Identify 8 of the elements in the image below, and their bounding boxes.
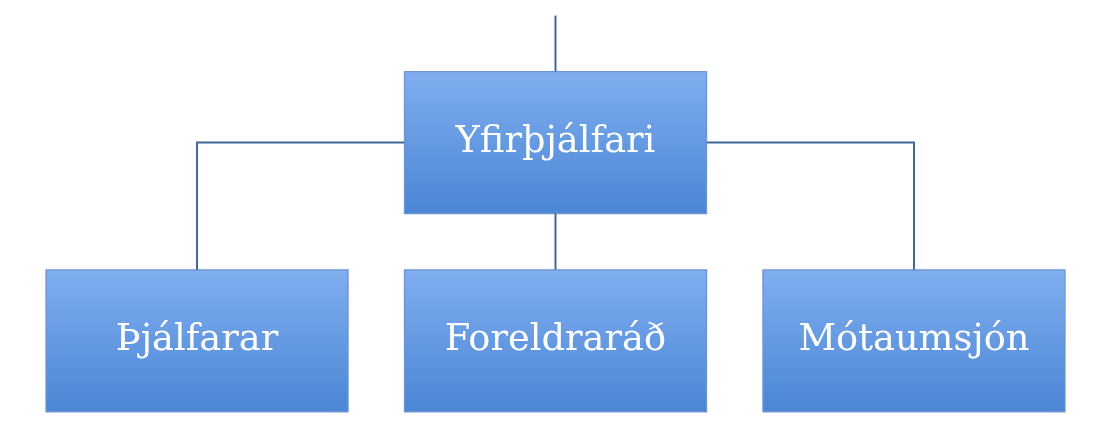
node-box: Mótaumsjón [761, 268, 1066, 412]
node-box: Foreldraráð [403, 268, 707, 412]
connector [554, 14, 556, 72]
connector [554, 212, 556, 271]
node-box: Þjálfarar [44, 268, 349, 412]
connector [705, 141, 915, 271]
node-box: Yfirþjálfari [403, 70, 707, 214]
connector [195, 141, 405, 271]
